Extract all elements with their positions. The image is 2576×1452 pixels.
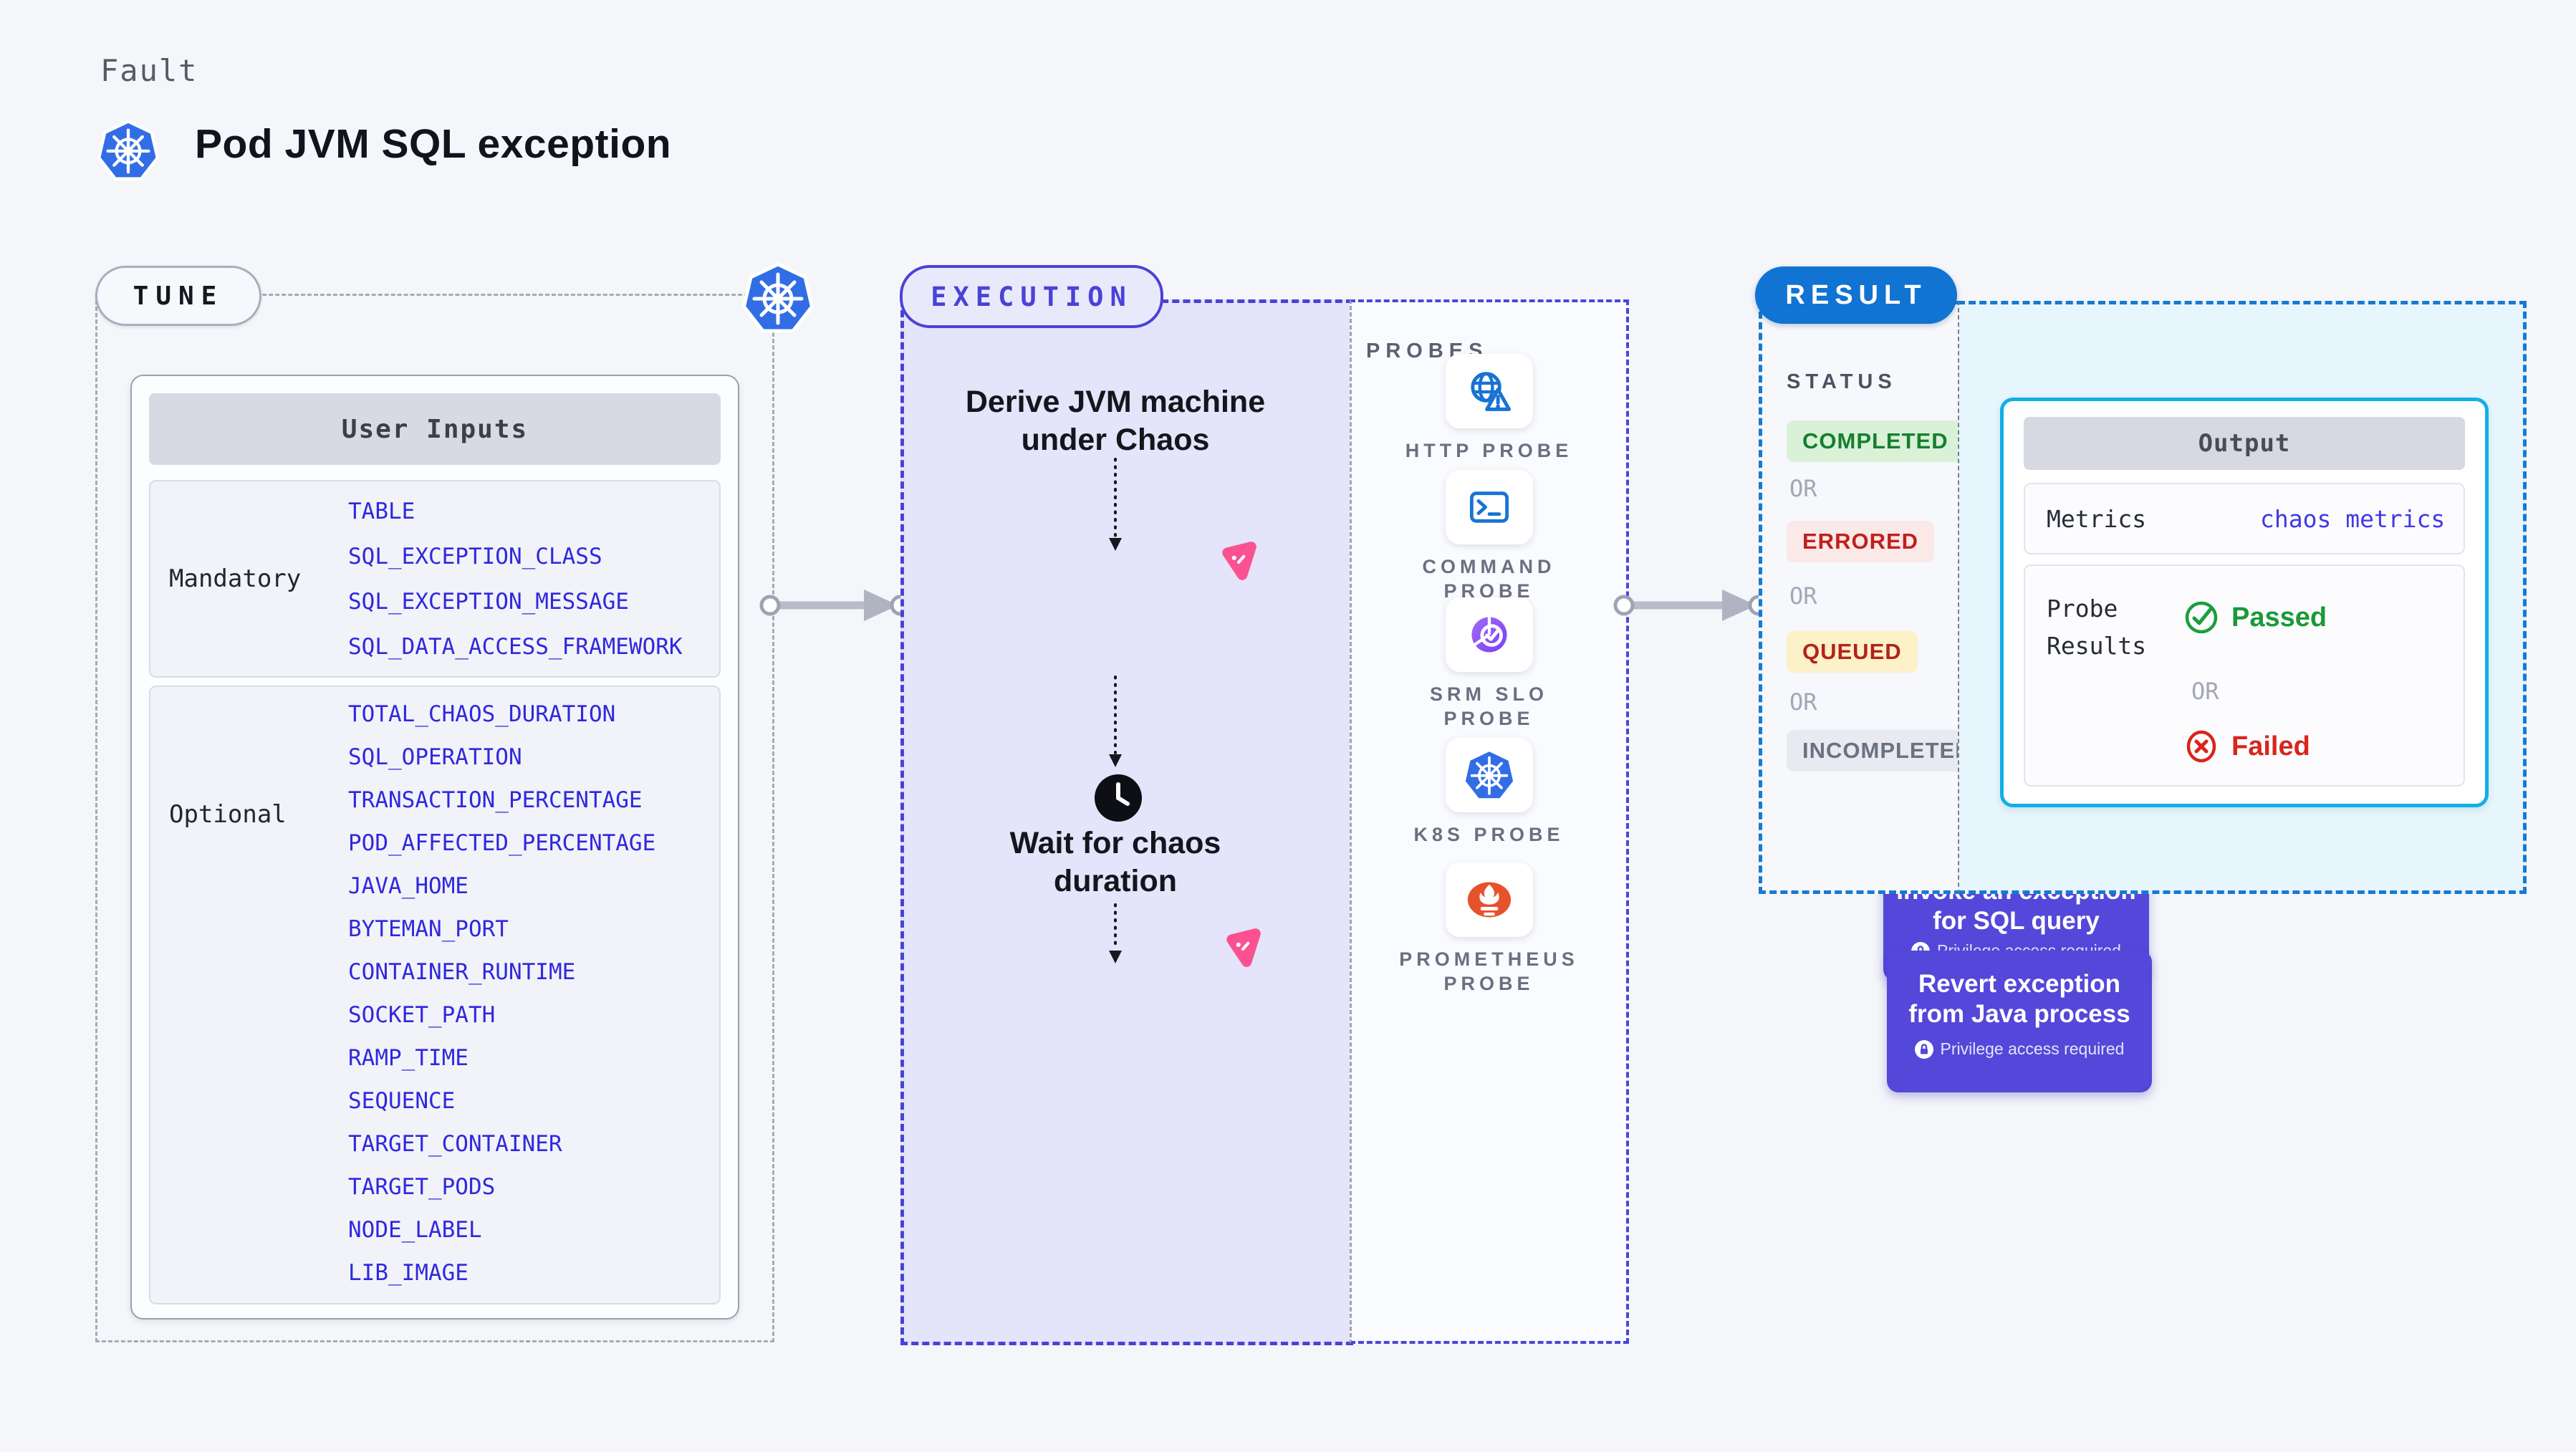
status-badge-incompleted: INCOMPLETED xyxy=(1787,730,1988,771)
terminal-icon xyxy=(1469,491,1509,523)
output-card: Output Metrics chaos metrics Probe Resul… xyxy=(2000,398,2489,807)
param-item: SQL_DATA_ACCESS_FRAMEWORK xyxy=(348,633,683,660)
or-separator: OR xyxy=(1789,688,1817,716)
page-title: Pod JVM SQL exception xyxy=(195,121,672,167)
mandatory-items: TABLE SQL_EXCEPTION_CLASS SQL_EXCEPTION_… xyxy=(348,481,719,676)
kubernetes-badge-icon xyxy=(742,261,814,335)
metrics-row: Metrics chaos metrics xyxy=(2024,483,2465,554)
passed-label: Passed xyxy=(2231,602,2327,633)
flow-arrow-down-icon xyxy=(1109,675,1122,767)
optional-label: Optional xyxy=(169,800,287,829)
k8s-probe-card xyxy=(1445,738,1533,812)
probe-item-prometheus: PROMETHEUS PROBE xyxy=(1352,862,1626,996)
probes-panel: PROBES HTTP PROBE COMMAND PROBE xyxy=(1350,299,1629,1344)
param-item: SEQUENCE xyxy=(348,1088,456,1114)
status-badge-completed: COMPLETED xyxy=(1787,420,1964,462)
wait-step: Wait for chaos duration xyxy=(1009,826,1221,898)
result-status-panel: STATUS COMPLETED OR ERRORED OR QUEUED OR… xyxy=(1759,301,1988,894)
output-title: Output xyxy=(2024,417,2465,470)
mandatory-row: Mandatory TABLE SQL_EXCEPTION_CLASS SQL_… xyxy=(149,480,721,678)
user-inputs-title: User Inputs xyxy=(149,393,721,465)
chaos-fault-icon xyxy=(1220,926,1264,971)
probe-label: HTTP PROBE xyxy=(1405,440,1573,461)
status-title: STATUS xyxy=(1787,370,1897,393)
probe-item-http: HTTP PROBE xyxy=(1352,354,1626,463)
param-item: LIB_IMAGE xyxy=(348,1260,468,1286)
status-badge-queued: QUEUED xyxy=(1787,631,1918,673)
param-item: RAMP_TIME xyxy=(348,1045,468,1071)
probe-results-row: Probe Results Passed OR Faile xyxy=(2024,564,2465,787)
kubernetes-logo-icon xyxy=(97,117,159,183)
param-item: SQL_EXCEPTION_MESSAGE xyxy=(348,588,629,615)
or-separator: OR xyxy=(1789,475,1817,502)
param-item: TRANSACTION_PERCENTAGE xyxy=(348,787,643,813)
optional-items: TOTAL_CHAOS_DURATION SQL_OPERATION TRANS… xyxy=(348,687,719,1303)
failed-label: Failed xyxy=(2231,731,2310,761)
slo-gauge-icon xyxy=(1471,617,1507,653)
execution-pill: EXECUTION xyxy=(900,265,1163,328)
or-separator: OR xyxy=(1789,582,1817,610)
probe-results-label: Probe Results xyxy=(2047,595,2147,660)
x-circle-icon xyxy=(2186,730,2216,763)
kubernetes-icon xyxy=(1462,749,1516,801)
flow-arrow-down-icon xyxy=(1109,458,1122,551)
tune-to-execution-arrow xyxy=(759,590,911,621)
user-inputs-card: User Inputs Mandatory TABLE SQL_EXCEPTIO… xyxy=(130,375,739,1319)
execution-panel: Derive JVM machine under Chaos Invoke an… xyxy=(900,299,2152,1345)
metrics-label: Metrics xyxy=(2047,504,2147,533)
param-item: JAVA_HOME xyxy=(348,873,468,899)
status-badge-errored: ERRORED xyxy=(1787,521,1935,562)
probe-item-command: COMMAND PROBE xyxy=(1352,470,1626,603)
param-item: BYTEMAN_PORT xyxy=(348,916,509,942)
param-item: SOCKET_PATH xyxy=(348,1002,496,1028)
probe-label: PROMETHEUS PROBE xyxy=(1399,948,1579,994)
probe-label: COMMAND PROBE xyxy=(1422,556,1556,602)
probe-label: K8S PROBE xyxy=(1413,824,1565,845)
param-item: TABLE xyxy=(348,498,415,524)
or-separator: OR xyxy=(2191,678,2219,705)
mandatory-label: Mandatory xyxy=(169,564,302,593)
globe-warning-icon xyxy=(1470,372,1511,411)
http-probe-card xyxy=(1445,354,1533,428)
optional-row: Optional TOTAL_CHAOS_DURATION SQL_OPERAT… xyxy=(149,686,721,1304)
chaos-fault-icon xyxy=(1216,539,1260,584)
param-item: TARGET_CONTAINER xyxy=(348,1131,562,1157)
fault-kicker: Fault xyxy=(100,53,198,88)
derive-step: Derive JVM machine under Chaos xyxy=(965,385,1266,457)
command-probe-card xyxy=(1445,470,1533,544)
revert-exception-label: Revert exception from Java process xyxy=(1908,970,2130,1028)
revert-exception-node: Revert exception from Java process Privi… xyxy=(1887,951,2152,1092)
param-item: POD_AFFECTED_PERCENTAGE xyxy=(348,830,656,856)
flow-arrow-down-icon xyxy=(1109,903,1122,963)
lock-icon xyxy=(1914,1039,1933,1059)
check-circle-icon xyxy=(2185,601,2218,634)
param-item: SQL_OPERATION xyxy=(348,744,522,770)
passed-line: Passed xyxy=(2184,600,2456,635)
prometheus-probe-card xyxy=(1445,862,1533,937)
probe-item-srm-slo: SRM SLO PROBE xyxy=(1352,597,1626,731)
param-item: TARGET_PODS xyxy=(348,1174,496,1200)
probe-item-k8s: K8S PROBE xyxy=(1352,738,1626,847)
execution-to-result-arrow xyxy=(1613,590,1769,621)
param-item: NODE_LABEL xyxy=(348,1217,482,1243)
srm-slo-probe-card xyxy=(1445,597,1533,672)
tune-panel xyxy=(95,294,774,1342)
privilege-note: Privilege access required xyxy=(1940,1039,2125,1058)
metrics-value: chaos metrics xyxy=(2260,504,2446,533)
failed-line: Failed xyxy=(2184,729,2310,764)
probe-label: SRM SLO PROBE xyxy=(1429,683,1548,729)
probe-results-values: Passed OR Failed xyxy=(2184,600,2456,763)
clock-icon xyxy=(1095,774,1142,822)
param-item: CONTAINER_RUNTIME xyxy=(348,959,576,985)
result-pill: RESULT xyxy=(1755,266,1957,324)
result-output-panel: Output Metrics chaos metrics Probe Resul… xyxy=(1958,301,2527,894)
param-item: TOTAL_CHAOS_DURATION xyxy=(348,701,616,727)
tune-pill: TUNE xyxy=(95,266,261,326)
param-item: SQL_EXCEPTION_CLASS xyxy=(348,543,602,569)
prometheus-icon xyxy=(1467,882,1511,918)
